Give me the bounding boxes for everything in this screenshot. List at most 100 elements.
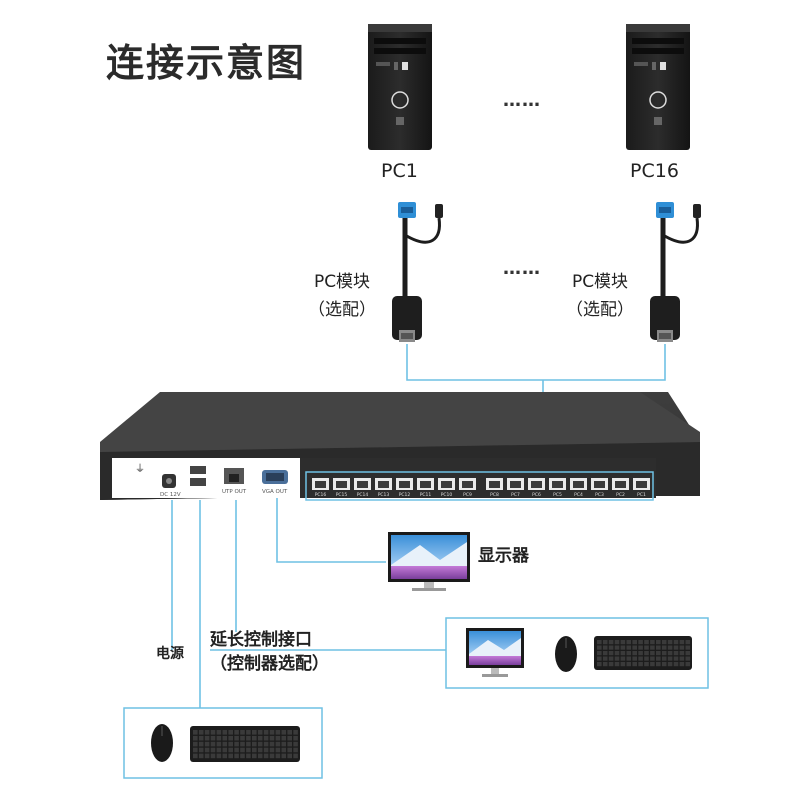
keyboard-key: [281, 753, 287, 759]
keyboard-key: [246, 753, 251, 759]
rj45-socket: [336, 481, 347, 488]
rj45-port-label: PC6: [532, 492, 541, 498]
keyboard-key: [626, 651, 632, 656]
keyboard-key: [673, 656, 679, 661]
keyboard-key: [204, 753, 210, 759]
keyboard-key: [252, 747, 257, 753]
keyboard-key: [193, 735, 198, 741]
rj45-port-label: PC15: [336, 492, 348, 498]
keyboard-key: [228, 741, 233, 747]
keyboard-key: [222, 735, 228, 741]
keyboard-key: [287, 753, 292, 759]
keyboard-key: [614, 656, 620, 661]
keyboard-key: [667, 640, 673, 645]
power-label: 电源: [156, 646, 184, 662]
dell-logo-icon: [391, 91, 409, 109]
monitor-label: 显示器: [478, 546, 529, 566]
module-ellipsis: ……: [503, 258, 541, 279]
keyboard-key: [679, 651, 685, 656]
keyboard-key: [626, 656, 632, 661]
keyboard-key: [263, 730, 269, 735]
rj45-port-label: PC7: [511, 492, 520, 498]
keyboard-key: [679, 640, 685, 645]
pc16-label: PC16: [630, 160, 679, 182]
keyboard-key: [626, 640, 632, 645]
module16-label: PC模块 （选配）: [566, 268, 634, 324]
rj45-port-label: PC4: [574, 492, 583, 498]
port-label-power: DC 12V: [160, 492, 181, 498]
rj45-port-label: PC16: [315, 492, 327, 498]
keyboard-key: [287, 747, 292, 753]
rj45-socket: [636, 481, 647, 488]
keyboard-key: [193, 730, 198, 735]
rj45-socket: [573, 481, 584, 488]
module1-optional: （选配）: [308, 300, 376, 320]
keyboard-key: [257, 730, 263, 735]
keyboard-key: [673, 651, 679, 656]
port-label-vga: VGA OUT: [262, 489, 288, 495]
keyboard-key: [252, 730, 257, 735]
keyboard-key: [620, 645, 626, 650]
mouse-icon: [555, 636, 577, 672]
keyboard-key: [269, 730, 275, 735]
usb-port-icon: [190, 478, 206, 486]
keyboard-key: [216, 753, 222, 759]
keyboard-key: [661, 645, 667, 650]
keyboard-key: [608, 651, 614, 656]
module1-label: PC模块 （选配）: [308, 268, 376, 324]
keyboard-key: [608, 662, 614, 667]
keyboard-key: [293, 741, 298, 747]
keyboard-key: [644, 656, 649, 661]
keyboard-key: [204, 741, 210, 747]
rj45-port-label: PC5: [553, 492, 562, 498]
keyboard-key: [252, 741, 257, 747]
keyboard-key: [193, 753, 198, 759]
keyboard-key: [661, 662, 667, 667]
rj45-port-label: PC11: [420, 492, 432, 498]
keyboard-key: [257, 735, 263, 741]
keyboard-key: [263, 735, 269, 741]
keyboard-key: [269, 735, 275, 741]
remote-console-peripherals: [445, 617, 709, 689]
keyboard-key: [275, 730, 281, 735]
keyboard-key: [661, 640, 667, 645]
keyboard-key: [632, 640, 637, 645]
keyboard-key: [644, 645, 649, 650]
keyboard-key: [632, 662, 637, 667]
rj45-socket: [489, 481, 500, 488]
keyboard-key: [656, 656, 661, 661]
keyboard-key: [650, 662, 655, 667]
keyboard-key: [210, 735, 216, 741]
rj45-port-label: PC2: [616, 492, 625, 498]
rj45-socket: [420, 481, 431, 488]
extension-label-line1: 延长控制接口: [210, 630, 312, 650]
rj45-port-label: PC12: [399, 492, 411, 498]
keyboard-key: [685, 651, 691, 656]
keyboard-key: [679, 656, 685, 661]
keyboard-key: [216, 747, 222, 753]
local-console-peripherals: [123, 707, 323, 779]
keyboard-key: [257, 747, 263, 753]
keyboard-key: [246, 730, 251, 735]
extension-label: 延长控制接口 （控制器选配）: [210, 628, 329, 676]
keyboard-key: [608, 640, 614, 645]
keyboard-key: [216, 730, 222, 735]
keyboard-key: [204, 735, 210, 741]
keyboard-key: [661, 651, 667, 656]
keyboard-key: [222, 747, 228, 753]
module1-name: PC模块: [313, 272, 371, 292]
keyboard-key: [667, 645, 673, 650]
kvm-switch: ⏚: [100, 392, 700, 500]
ground-icon: ⏚: [135, 463, 145, 475]
page-title: 连接示意图: [106, 41, 307, 85]
dell-logo-icon: [649, 91, 667, 109]
usb-port-icon: [190, 466, 206, 474]
module16-name: PC模块: [571, 272, 629, 292]
keyboard-key: [293, 735, 298, 741]
keyboard-key: [228, 753, 233, 759]
keyboard-key: [632, 656, 637, 661]
rj45-socket: [531, 481, 542, 488]
rj45-port-group: [305, 471, 654, 501]
rj45-socket: [510, 481, 521, 488]
